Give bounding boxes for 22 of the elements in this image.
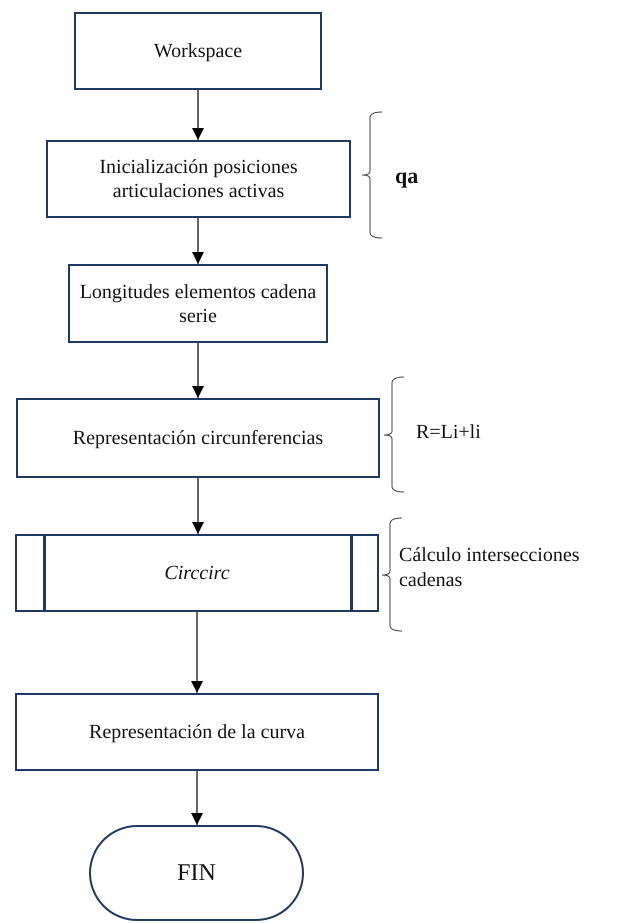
arrow	[192, 218, 204, 264]
node-label: Circcirc	[164, 561, 230, 585]
node-label: Representación circunferencias	[72, 426, 324, 450]
arrow	[192, 478, 204, 534]
node-label: Inicialización posiciones articulaciones activas	[98, 155, 299, 203]
annotation-text: Cálculo intersecciones cadenas	[399, 543, 580, 593]
process-box	[46, 140, 351, 218]
node-label: Representación de la curva	[88, 720, 305, 744]
node-label: FIN	[177, 858, 216, 888]
annotation-text: R=Li+li	[416, 420, 482, 445]
process-box	[15, 693, 379, 771]
arrow	[192, 343, 204, 398]
annotation-text: qa	[395, 162, 420, 190]
process-box	[74, 12, 322, 90]
process-box	[68, 264, 328, 343]
node-label: Workspace	[154, 39, 242, 63]
arrow	[191, 771, 203, 825]
arrow	[192, 90, 204, 140]
arrow	[191, 612, 203, 693]
node-label: Longitudes elementos cadena serie	[78, 280, 318, 328]
process-box	[16, 398, 380, 478]
subprocess-box	[15, 534, 379, 612]
